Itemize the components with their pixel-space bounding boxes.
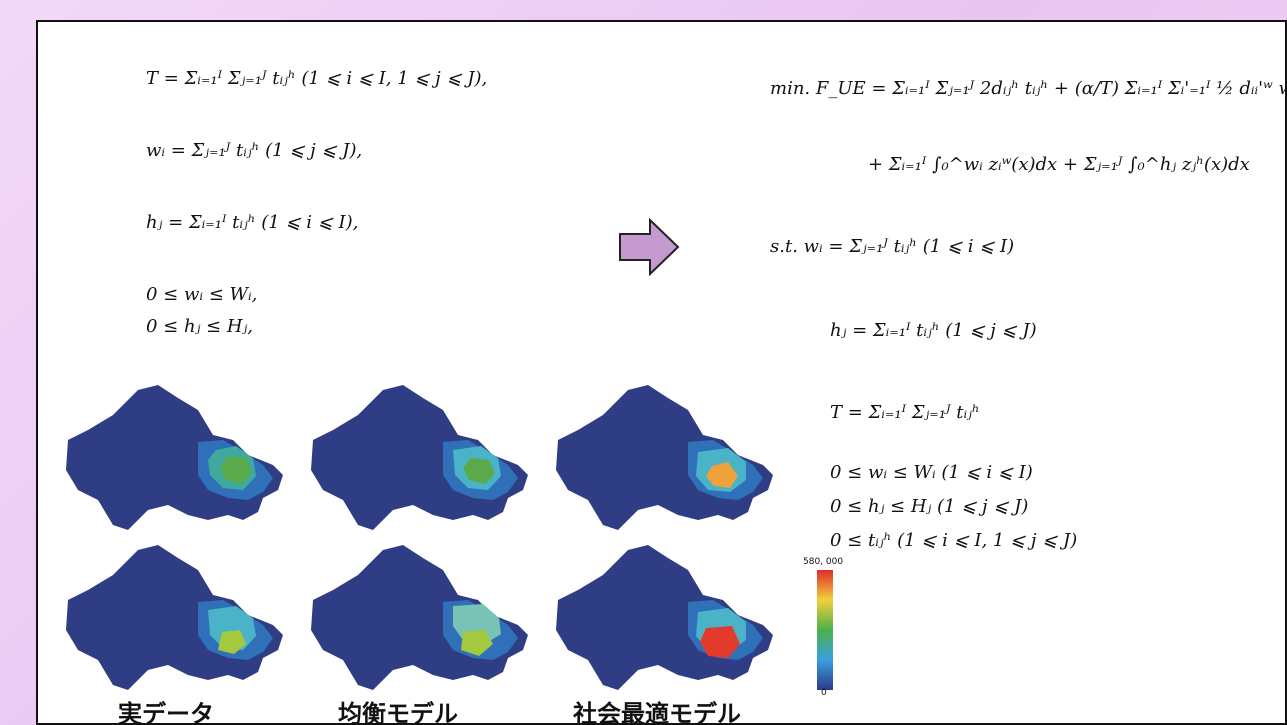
map-real-data-top <box>66 385 283 530</box>
colorbar <box>817 570 833 690</box>
constraint-w-bound: 0 ≤ wᵢ ≤ Wᵢ (1 ⩽ i ⩽ I) <box>830 462 1033 483</box>
equation-w-bound: 0 ≤ wᵢ ≤ Wᵢ, <box>146 284 258 305</box>
map-grid <box>38 372 798 702</box>
caption-social-optimum-model: 社会最適モデル <box>573 700 741 725</box>
constraint-total: T = Σᵢ₌₁ᴵ Σⱼ₌₁ᴶ tᵢⱼʰ <box>830 402 980 423</box>
constraint-t-bound: 0 ≤ tᵢⱼʰ (1 ⩽ i ⩽ I, 1 ⩽ j ⩽ J) <box>830 530 1078 551</box>
map-social-optimum-bottom <box>556 545 773 690</box>
equation-total: T = Σᵢ₌₁ᴵ Σⱼ₌₁ᴶ tᵢⱼʰ (1 ⩽ i ⩽ I, 1 ⩽ j ⩽… <box>146 68 488 89</box>
constraint-h-bound: 0 ≤ hⱼ ≤ Hⱼ (1 ⩽ j ⩽ J) <box>830 496 1029 517</box>
objective-function: min. F_UE = Σᵢ₌₁ᴵ Σⱼ₌₁ᴶ 2dᵢⱼʰ tᵢⱼʰ + (α/… <box>770 78 1287 99</box>
slide: T = Σᵢ₌₁ᴵ Σⱼ₌₁ᴶ tᵢⱼʰ (1 ⩽ i ⩽ I, 1 ⩽ j ⩽… <box>36 20 1287 725</box>
right-arrow-icon <box>619 218 680 276</box>
map-equilibrium-bottom <box>311 545 528 690</box>
equation-w: wᵢ = Σⱼ₌₁ᴶ tᵢⱼʰ (1 ⩽ j ⩽ J), <box>146 140 363 161</box>
optimization-problem: min. F_UE = Σᵢ₌₁ᴵ Σⱼ₌₁ᴶ 2dᵢⱼʰ tᵢⱼʰ + (α/… <box>738 22 1287 622</box>
constraint-equations: T = Σᵢ₌₁ᴵ Σⱼ₌₁ᴶ tᵢⱼʰ (1 ⩽ i ⩽ I, 1 ⩽ j ⩽… <box>38 22 638 382</box>
colorbar-max-label: 580, 000 <box>803 557 844 567</box>
colorbar-min-label: 0 <box>821 688 827 698</box>
equation-h: hⱼ = Σᵢ₌₁ᴵ tᵢⱼʰ (1 ⩽ i ⩽ I), <box>146 212 359 233</box>
caption-equilibrium-model: 均衡モデル <box>338 700 458 725</box>
map-equilibrium-top <box>311 385 528 530</box>
map-real-data-bottom <box>66 545 283 690</box>
caption-real-data: 実データ <box>118 700 214 725</box>
equation-h-bound: 0 ≤ hⱼ ≤ Hⱼ, <box>146 316 254 337</box>
constraint-w: s.t. wᵢ = Σⱼ₌₁ᴶ tᵢⱼʰ (1 ⩽ i ⩽ I) <box>770 236 1015 257</box>
objective-continuation: + Σᵢ₌₁ᴵ ∫₀^wᵢ zᵢʷ(x)dx + Σⱼ₌₁ᴶ ∫₀^hⱼ zⱼʰ… <box>868 154 1250 175</box>
constraint-h: hⱼ = Σᵢ₌₁ᴵ tᵢⱼʰ (1 ⩽ j ⩽ J) <box>830 320 1037 341</box>
map-social-optimum-top <box>556 385 773 530</box>
